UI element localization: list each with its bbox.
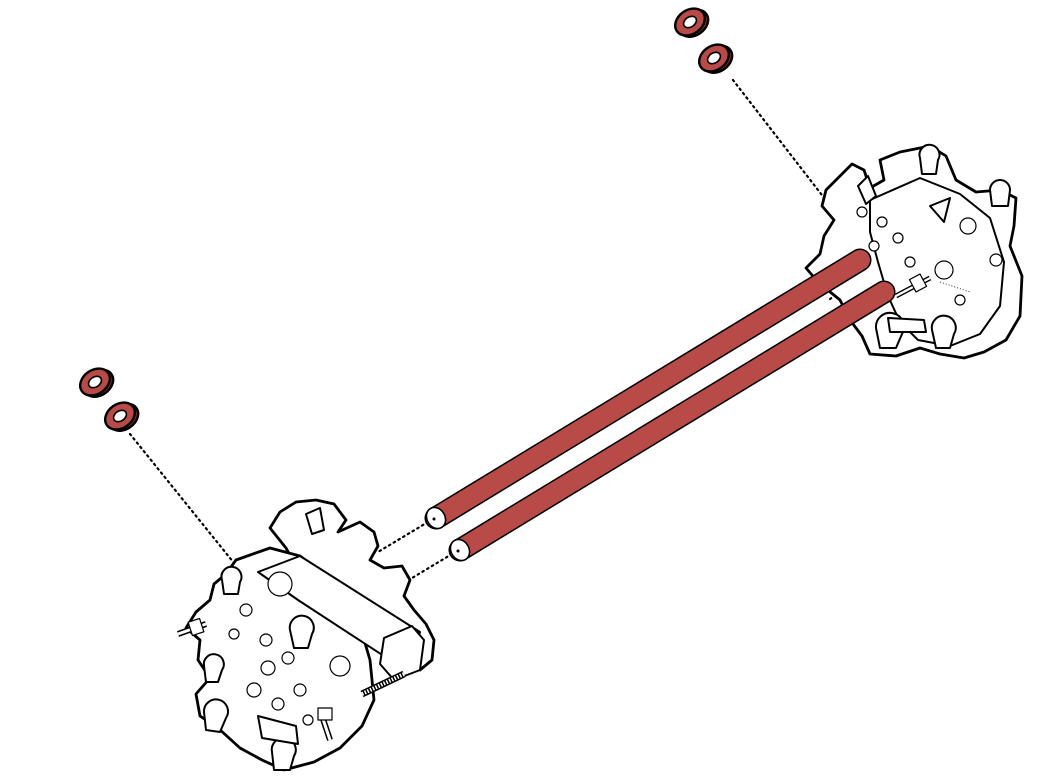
right-bracket-cap-nut — [930, 314, 957, 349]
right-bracket-cap-nut — [918, 143, 941, 175]
left-bracket-hole — [259, 633, 273, 647]
left-bracket-notch — [305, 507, 325, 535]
guide-line-left-washers — [128, 432, 240, 570]
left-bracket-hole — [228, 628, 240, 640]
washer-2 — [697, 43, 734, 74]
left-bracket-stud-left — [176, 617, 208, 637]
right-bracket-bolt — [894, 273, 932, 299]
left-bracket-hole — [293, 683, 307, 697]
right-bracket-hole — [892, 232, 904, 244]
left-bracket-cap-nut — [202, 653, 225, 683]
right-bracket-hole — [904, 256, 916, 268]
left-bracket-hole — [246, 682, 262, 698]
guide-line-top-washers — [731, 78, 837, 214]
rod-end-face — [425, 506, 447, 530]
right-bracket-hole — [959, 217, 977, 235]
left-bracket-stud-bottom — [317, 707, 333, 741]
rod-1 — [424, 248, 872, 530]
rod-center-mark — [456, 549, 460, 553]
washer-3 — [78, 367, 115, 398]
right-bracket-hole — [989, 253, 1003, 267]
right-bracket-hole — [934, 260, 954, 280]
right-bracket-hole — [868, 240, 880, 252]
rod-center-mark — [432, 517, 436, 521]
left-bracket-hole — [267, 571, 293, 597]
right-bracket-hole — [954, 294, 966, 306]
rods — [424, 248, 896, 562]
left-bracket-hole — [271, 697, 285, 711]
left-bracket-hole — [281, 651, 295, 665]
right-bracket-notch-top — [857, 175, 877, 205]
left-bracket-hole — [329, 655, 351, 677]
guide-line-rod-top — [376, 520, 430, 554]
left-bracket-hole — [239, 603, 253, 617]
washer-4 — [103, 401, 140, 432]
right-bracket-hole — [876, 216, 888, 228]
rod-end-face — [449, 538, 471, 562]
right-bracket-hole — [856, 206, 868, 218]
right-bracket-cap-nut — [989, 179, 1011, 207]
left-bracket-cap-nut — [288, 614, 315, 649]
left-bracket-cap-nut — [220, 565, 243, 595]
left-end-bracket — [176, 498, 436, 772]
left-bracket-cap-nut — [202, 698, 229, 733]
left-bracket-hole — [260, 660, 276, 676]
rod-2 — [448, 280, 896, 562]
left-bracket-threaded-rod — [360, 670, 406, 698]
left-bracket-hole — [302, 714, 314, 726]
left-bracket-clamp — [257, 715, 299, 745]
right-bracket-notch-mid — [929, 197, 951, 223]
washer-1 — [673, 7, 710, 38]
left-bracket-clamp-block — [379, 625, 425, 681]
washers — [78, 7, 734, 432]
right-bracket-clamp — [887, 317, 927, 333]
